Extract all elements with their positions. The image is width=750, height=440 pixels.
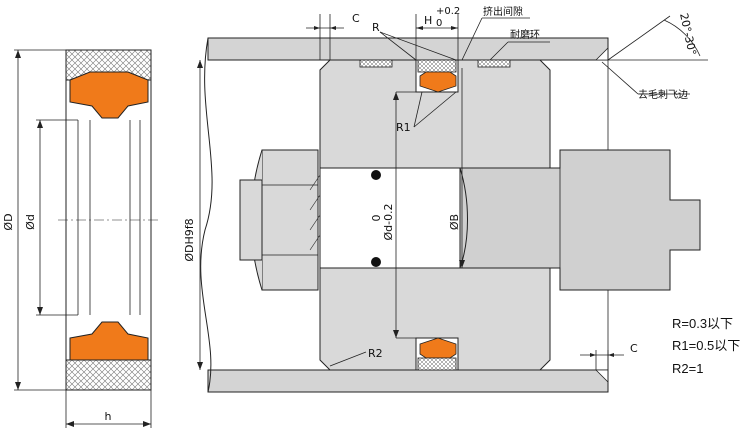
cylinder-bottom-wall <box>207 369 609 393</box>
label-R: R <box>372 21 380 34</box>
label-d-tol-upper: 0 <box>370 215 383 222</box>
label-H-tol-lower: 0 <box>436 18 442 29</box>
note-R2: R2=1 <box>672 361 703 376</box>
label-H: H <box>424 14 432 27</box>
label-R2: R2 <box>368 347 383 360</box>
note-R1: R1=0.5以下 <box>672 338 740 353</box>
label-C-top: C <box>352 12 360 25</box>
installation-view: ØDH9f8 0 Ød-0.2 ØB C R H +0.2 0 挤出间隙 <box>183 5 708 393</box>
angle-leader-1 <box>607 15 671 61</box>
seal-section-view: ØD Ød h <box>2 49 160 428</box>
label-d-groove: Ød-0.2 <box>382 203 395 240</box>
label-B: ØB <box>448 214 461 230</box>
label-d: Ød <box>24 214 37 230</box>
piston-bore <box>319 167 461 269</box>
label-DH9f8: ØDH9f8 <box>183 218 196 261</box>
thread-hatching <box>309 174 321 251</box>
label-D: ØD <box>2 213 15 230</box>
hex-nut <box>261 149 319 291</box>
wear-ring-top-right <box>477 59 511 68</box>
label-angle: 20°-30° <box>677 12 699 57</box>
label-C-bottom: C <box>630 342 638 355</box>
seal-groove-top-lip <box>419 71 457 93</box>
seal-groove-bottom-backup <box>417 357 457 371</box>
seal-groove-bottom-lip <box>419 337 457 359</box>
rod-end-stub <box>239 179 263 261</box>
seal-top-lip <box>69 71 149 119</box>
seal-bottom-backup-ring <box>65 359 152 391</box>
label-extrusion-gap: 挤出间隙 <box>483 5 523 18</box>
label-h: h <box>105 410 112 423</box>
label-deburr: 去毛刺飞边 <box>638 89 688 101</box>
cylinder-top-wall <box>207 37 609 61</box>
wear-ring-top-left <box>359 59 393 68</box>
break-line <box>200 37 213 393</box>
seal-groove-top-backup <box>417 59 457 73</box>
o-ring-bottom <box>371 257 381 267</box>
o-ring-top <box>371 170 381 180</box>
label-wear-ring: 耐磨环 <box>510 28 540 41</box>
note-R: R=0.3以下 <box>672 316 733 331</box>
label-H-tol-upper: +0.2 <box>436 6 460 17</box>
label-R1: R1 <box>396 121 411 134</box>
notes-block: R=0.3以下 R1=0.5以下 R2=1 <box>672 316 740 376</box>
